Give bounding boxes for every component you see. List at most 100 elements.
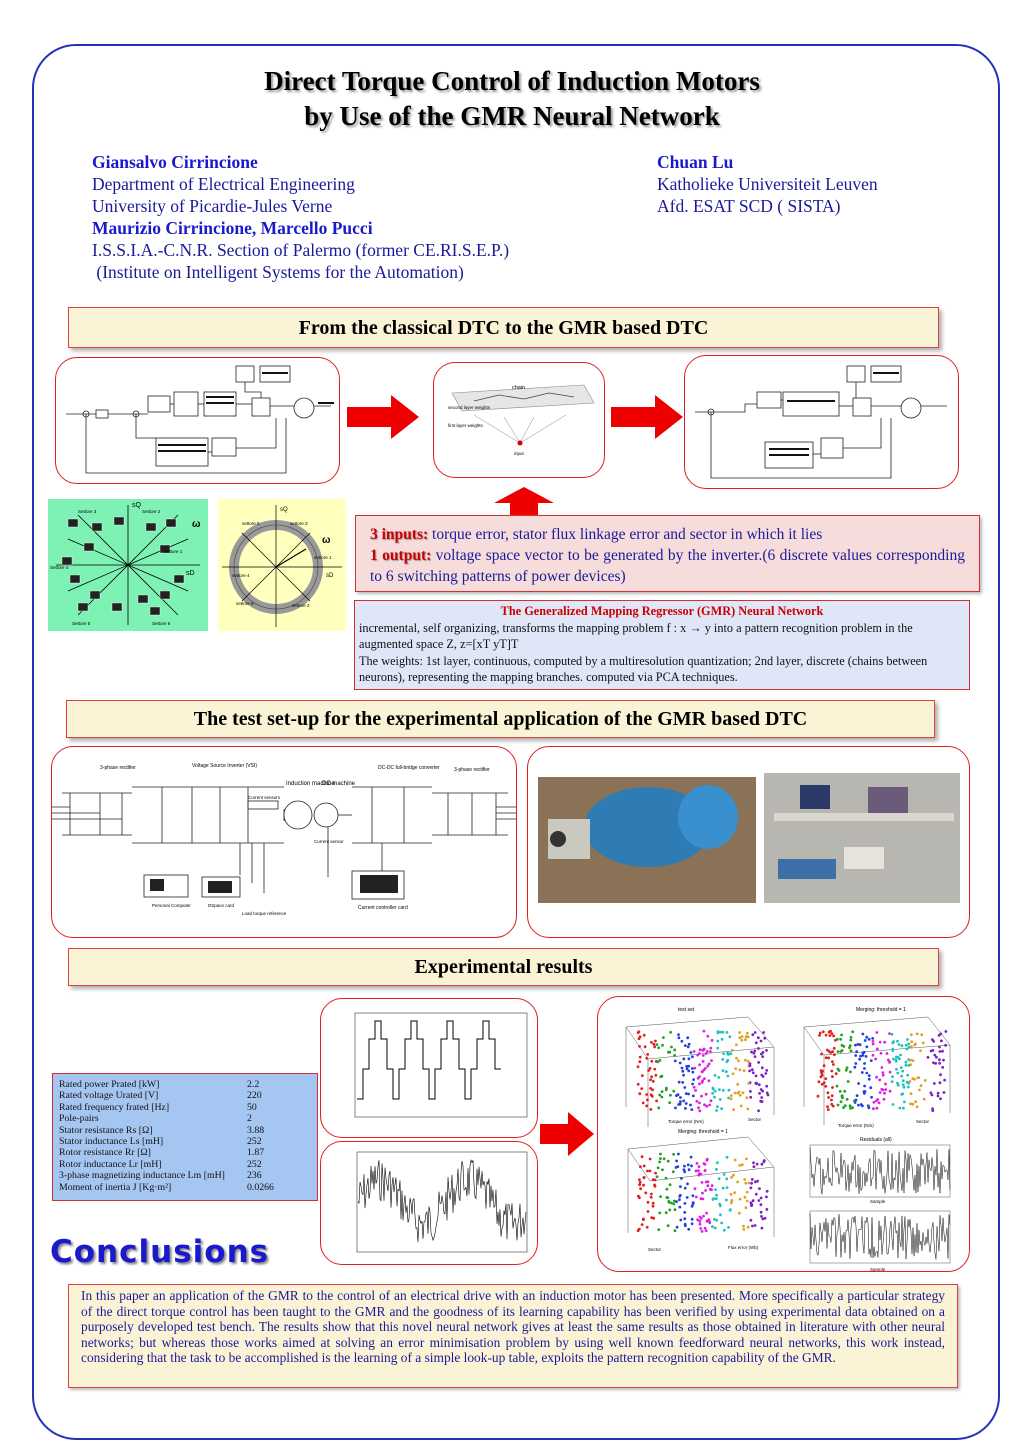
scatter-point [839,1100,843,1104]
scatter-point [875,1106,879,1110]
scatter-point [678,1102,682,1106]
scatter-point [902,1106,905,1110]
scatter-point [754,1180,757,1184]
scatter-point [679,1100,682,1104]
scatter-point [877,1101,881,1105]
svg-text:Current sensors: Current sensors [248,795,281,800]
scatter-point [685,1067,689,1071]
scatter-point [731,1048,734,1052]
scatter-point [864,1055,868,1058]
scatter-point [941,1049,944,1053]
scatter-point [677,1033,680,1036]
scatter-point [686,1182,689,1186]
scatter-point [910,1040,914,1043]
scatter-point [938,1045,941,1049]
scatter-point [824,1056,828,1060]
scatter-point [706,1064,710,1068]
scatter-point [642,1033,646,1037]
svg-text:sD: sD [186,570,195,577]
scatter-point [681,1081,685,1084]
scatter-point [729,1097,733,1101]
scatter-point [709,1050,712,1053]
scatter-point [765,1069,769,1072]
scatter-point [817,1080,821,1084]
scatter-point [648,1157,652,1161]
scatter-point [732,1173,735,1177]
scatter-point [645,1093,649,1096]
scatter-point [764,1072,768,1075]
scatter-point [642,1176,646,1179]
scatter-point [906,1038,909,1041]
test-setup-schematic: 3-phase rectifier Voltage Source Inverte… [51,746,517,938]
scatter-point [761,1055,765,1058]
scatter-point [713,1089,717,1093]
scatter-point [863,1062,866,1065]
scatter-point [818,1031,822,1035]
author-line: Afd. ESAT SCD ( SISTA) [657,196,841,216]
scatter-point [914,1100,917,1104]
scatter-point [687,1057,691,1061]
scatter-point [687,1042,691,1046]
scatter-point [661,1168,664,1172]
author-line: Maurizio Cirrincione, Marcello Pucci [92,218,373,238]
param-value: 1.87 [247,1147,265,1159]
scatter-point [669,1030,672,1034]
scatter-point [729,1094,733,1097]
svg-text:settore 5: settore 5 [242,521,260,526]
scatter-point [760,1215,763,1218]
scatter-point [901,1092,905,1096]
scatter-point [874,1057,877,1061]
author-line: I.S.S.I.A.-C.N.R. Section of Palermo (fo… [92,240,510,260]
scatter-point [748,1064,752,1068]
classical-dtc-block-diagram [55,357,340,484]
scatter-point [761,1217,765,1221]
scatter-point [871,1037,875,1040]
scatter-point [763,1216,767,1220]
scatter-point [714,1197,718,1200]
scatter-point [749,1186,753,1190]
scatter-point [909,1058,912,1062]
scatter-point [744,1206,748,1210]
scatter-point [840,1049,844,1052]
scatter-point [882,1097,886,1101]
scatter-point [678,1198,681,1202]
author-line: University of Picardie-Jules Verne [92,196,333,216]
scatter-point [735,1056,738,1060]
scatter-point [710,1184,714,1187]
scatter-point [748,1069,751,1073]
scatter-point [714,1188,717,1191]
scatter-point [761,1089,764,1093]
scatter-point [751,1071,755,1075]
scatter-point [661,1043,664,1047]
scatter-point [741,1091,745,1095]
scatter-point [711,1225,714,1229]
scatter-point [869,1086,873,1090]
scatter-point [711,1091,714,1095]
scatter-point [689,1103,692,1107]
scatter-point [911,1102,915,1106]
svg-text:Sector: Sector [748,1117,762,1122]
scatter-point [698,1048,702,1052]
param-name: Rated voltage Urated [V] [59,1090,159,1102]
scatter-point [819,1069,823,1072]
scatter-point [752,1161,755,1165]
svg-text:Voltage Source Inverter (VSI): Voltage Source Inverter (VSI) [192,763,257,769]
svg-text:DC machine: DC machine [322,781,356,787]
svg-text:Settore 1: Settore 1 [164,549,183,554]
scatter-point [690,1222,694,1226]
scatter-point [745,1190,749,1194]
scatter-point [643,1045,647,1049]
scatter-point [759,1039,763,1043]
scatter-point [854,1054,858,1057]
scatter-point [871,1040,875,1043]
scatter-point [854,1043,857,1047]
scatter-point [654,1073,658,1077]
scatter-point [919,1084,923,1088]
scatter-point [861,1054,865,1057]
scatter-point [693,1187,697,1191]
scatter-point [706,1034,710,1038]
param-row: Rated voltage Urated [V]220 [59,1090,311,1101]
param-row: Rotor resistance Rr [Ω]1.87 [59,1147,311,1158]
scatter-point [932,1040,936,1043]
